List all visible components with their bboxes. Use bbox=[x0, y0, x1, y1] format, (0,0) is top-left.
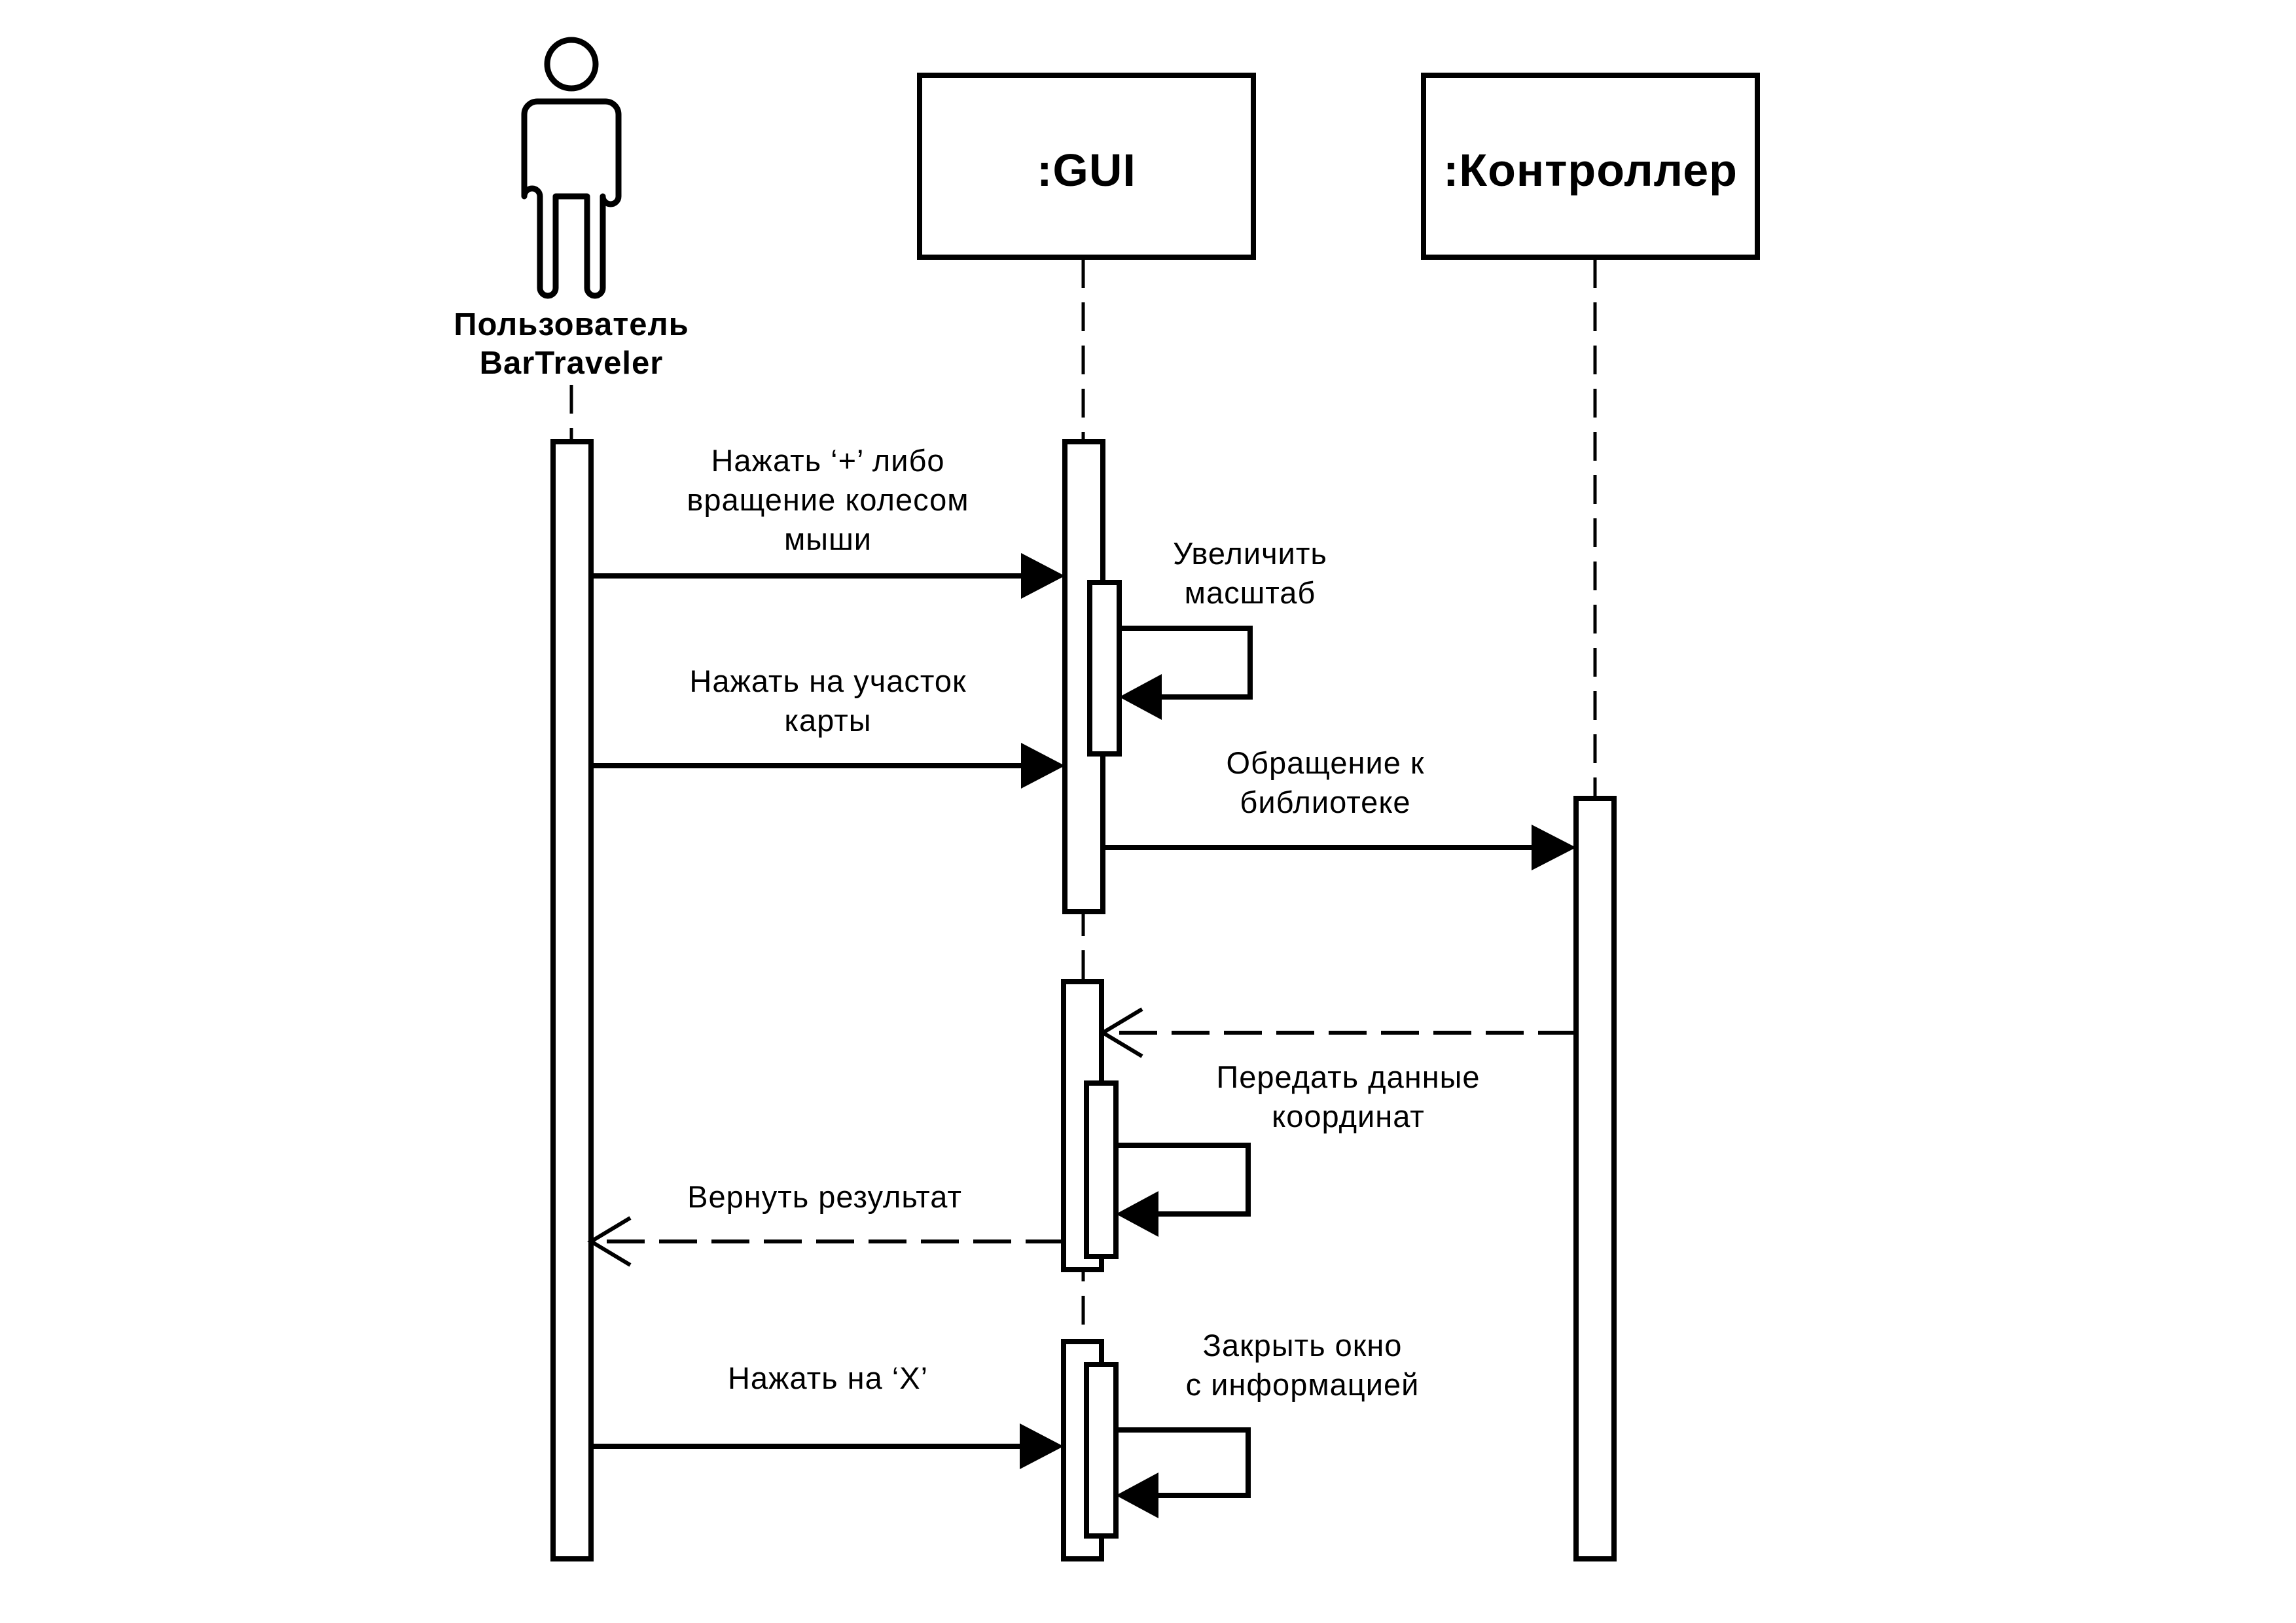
message-label-zoom-line1: Нажать ‘+’ либо bbox=[711, 443, 944, 478]
controller-lifeline-title: :Контроллер bbox=[1443, 145, 1738, 196]
message-label-zoom-line3: мыши bbox=[784, 522, 872, 556]
gui-nested-activation-bar bbox=[1084, 1080, 1119, 1259]
message-label-pass-coords-line1: Передать данные bbox=[1216, 1060, 1480, 1094]
gui-nested-activation-bar bbox=[1087, 580, 1122, 757]
self-message-arrow bbox=[1116, 1143, 1251, 1237]
self-message-arrow bbox=[1116, 1427, 1251, 1518]
gui-lifeline-title: :GUI bbox=[1037, 145, 1136, 196]
message-arrow bbox=[591, 553, 1065, 599]
message-arrow bbox=[1103, 825, 1576, 870]
actor-name-line1: Пользователь bbox=[454, 307, 689, 342]
actor-activation-bar bbox=[550, 439, 594, 1561]
controller-lifeline-box bbox=[1421, 73, 1760, 260]
controller-activation-bar bbox=[1573, 796, 1617, 1561]
message-label-return-result: Вернуть результат bbox=[687, 1179, 962, 1214]
gui-nested-activation-bar bbox=[1084, 1362, 1119, 1539]
message-label-close-window-line2: с информацией bbox=[1186, 1367, 1420, 1402]
message-label-increase-scale-line1: Увеличить bbox=[1173, 536, 1327, 571]
gui-lifeline-box bbox=[917, 73, 1256, 260]
message-arrow bbox=[591, 743, 1065, 789]
self-message-arrow bbox=[1119, 626, 1253, 720]
message-label-zoom-line2: вращение колесом bbox=[687, 482, 969, 517]
message-label-pass-coords-line2: координат bbox=[1272, 1099, 1425, 1133]
message-label-library-call-line2: библиотеке bbox=[1240, 785, 1410, 819]
message-label-close-window-line1: Закрыть окно bbox=[1203, 1328, 1403, 1363]
return-message-arrow bbox=[1099, 1007, 1576, 1058]
message-label-click-x: Нажать на ‘X’ bbox=[728, 1361, 928, 1395]
message-arrow bbox=[591, 1423, 1064, 1469]
message-label-increase-scale-line2: масштаб bbox=[1185, 575, 1316, 610]
message-label-click-map-line1: Нажать на участок bbox=[689, 664, 966, 698]
return-message-arrow bbox=[587, 1216, 1064, 1267]
message-label-library-call-line1: Обращение к bbox=[1226, 745, 1424, 780]
message-label-click-map-line2: карты bbox=[784, 703, 871, 738]
user-actor-icon bbox=[521, 37, 622, 299]
actor-name-line2: BarTraveler bbox=[480, 346, 664, 381]
